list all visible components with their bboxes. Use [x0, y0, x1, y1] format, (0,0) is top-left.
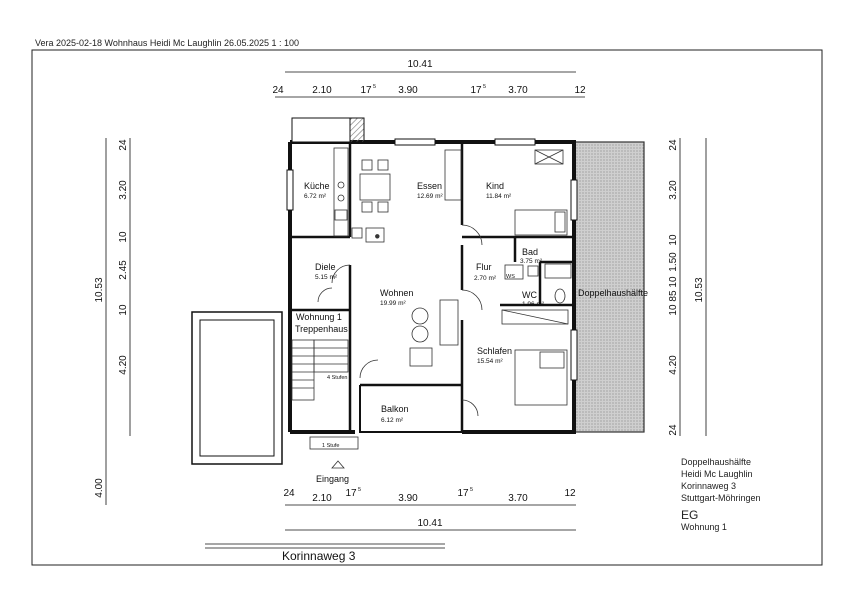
svg-text:4.00: 4.00 — [94, 478, 105, 498]
svg-text:24: 24 — [272, 85, 284, 96]
svg-text:3.70: 3.70 — [508, 85, 528, 96]
room-schlafen: Schlafen — [477, 346, 512, 356]
room-wohnen: Wohnen — [380, 288, 413, 298]
svg-text:2.45: 2.45 — [118, 260, 129, 280]
svg-text:24: 24 — [668, 424, 679, 436]
svg-text:3.90: 3.90 — [398, 493, 418, 504]
room-essen: Essen — [417, 181, 442, 191]
room-kind: Kind — [486, 181, 504, 191]
sheet-title: Vera 2025-02-18 Wohnhaus Heidi Mc Laughl… — [35, 38, 300, 48]
svg-text:12: 12 — [574, 85, 586, 96]
svg-text:24: 24 — [668, 139, 679, 151]
svg-text:3.20: 3.20 — [118, 180, 129, 200]
svg-text:5: 5 — [373, 84, 376, 90]
svg-text:17: 17 — [345, 488, 357, 499]
svg-text:10.41: 10.41 — [417, 518, 442, 529]
svg-text:2.10: 2.10 — [312, 85, 332, 96]
entrance-label: Eingang — [316, 474, 349, 484]
neighbor-house — [573, 141, 645, 433]
svg-text:15.54 m²: 15.54 m² — [477, 358, 503, 365]
svg-text:11.84 m²: 11.84 m² — [486, 193, 512, 200]
svg-text:10: 10 — [118, 304, 129, 316]
svg-text:⊗: ⊗ — [375, 234, 380, 240]
svg-text:1.96 m²: 1.96 m² — [522, 301, 545, 308]
room-diele: Diele — [315, 262, 336, 272]
dim-top-total: 10.41 — [407, 59, 432, 70]
staircase — [291, 339, 349, 401]
room-flur: Flur — [476, 262, 492, 272]
svg-text:17: 17 — [360, 85, 372, 96]
svg-text:10: 10 — [668, 276, 679, 288]
svg-text:1 Stufe: 1 Stufe — [322, 443, 339, 449]
svg-text:24: 24 — [118, 139, 129, 151]
svg-text:5: 5 — [470, 487, 473, 493]
svg-text:1.50: 1.50 — [668, 252, 679, 272]
svg-text:3.90: 3.90 — [398, 85, 418, 96]
svg-text:10: 10 — [668, 304, 679, 316]
svg-text:19.99 m²: 19.99 m² — [380, 300, 406, 307]
floor-label: EG — [681, 508, 699, 522]
stair-label-2: Treppenhaus — [295, 324, 348, 334]
svg-text:3.70: 3.70 — [508, 493, 528, 504]
room-balkon: Balkon — [381, 404, 409, 414]
project-info: Doppelhaushälfte Heidi Mc Laughlin Korin… — [681, 457, 761, 532]
unit-label: Wohnung 1 — [681, 522, 727, 532]
svg-text:WS: WS — [506, 274, 515, 280]
svg-text:5: 5 — [358, 487, 361, 493]
neighbor-label: Doppelhaushälfte — [578, 288, 648, 298]
svg-text:4 Stufen: 4 Stufen — [327, 375, 348, 381]
sheet-border — [31, 49, 823, 566]
svg-text:4.20: 4.20 — [118, 355, 129, 375]
svg-text:2.10: 2.10 — [312, 493, 332, 504]
svg-text:10.53: 10.53 — [694, 277, 705, 302]
stair-label-1: Wohnung 1 — [296, 312, 342, 322]
svg-text:3.75 m²: 3.75 m² — [520, 258, 543, 265]
interior-walls — [290, 142, 574, 432]
svg-text:5: 5 — [483, 84, 486, 90]
svg-text:10: 10 — [668, 234, 679, 246]
svg-text:17: 17 — [470, 85, 482, 96]
svg-text:2.70 m²: 2.70 m² — [474, 275, 497, 282]
room-kueche: Küche — [304, 181, 330, 191]
svg-text:12.69 m²: 12.69 m² — [417, 193, 443, 200]
svg-text:6.72 m²: 6.72 m² — [304, 193, 327, 200]
svg-text:4.20: 4.20 — [668, 355, 679, 375]
svg-text:5.15 m²: 5.15 m² — [315, 274, 338, 281]
svg-text:12: 12 — [564, 488, 576, 499]
svg-text:10.53: 10.53 — [94, 277, 105, 302]
street-label: Korinnaweg 3 — [282, 549, 356, 563]
svg-text:10: 10 — [118, 231, 129, 243]
room-bad: Bad — [522, 247, 538, 257]
svg-text:6.12 m²: 6.12 m² — [381, 417, 404, 424]
svg-text:17: 17 — [457, 488, 469, 499]
room-wc: WC — [522, 290, 537, 300]
svg-text:85: 85 — [668, 290, 679, 302]
svg-text:3.20: 3.20 — [668, 180, 679, 200]
svg-text:24: 24 — [283, 488, 295, 499]
